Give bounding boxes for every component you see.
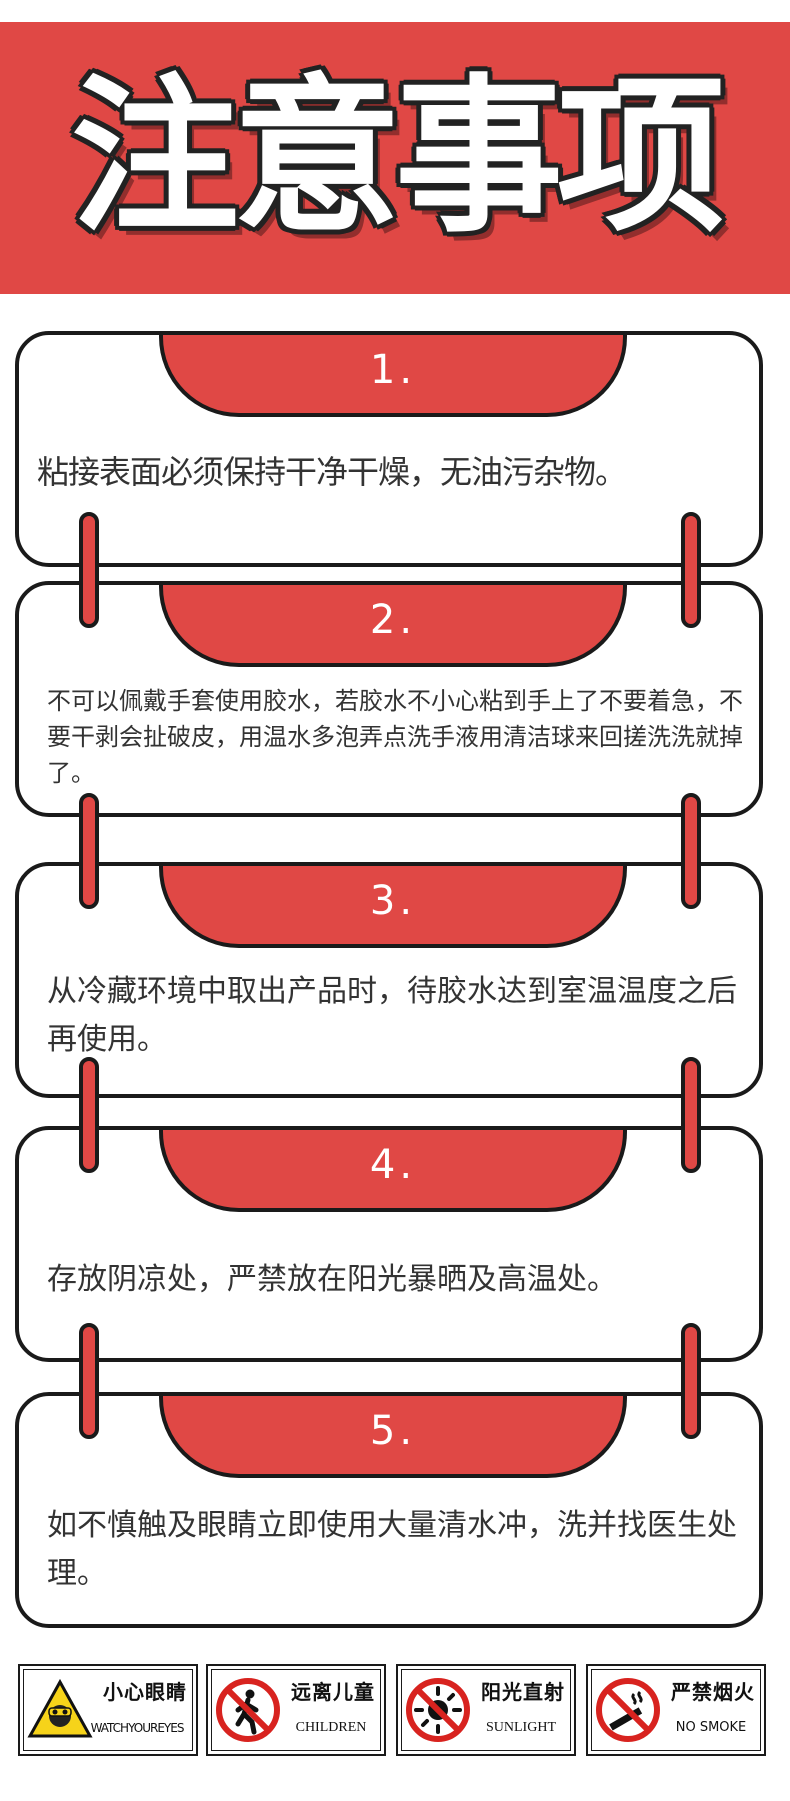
sign-label-en: NO SMOKE [675, 1720, 747, 1735]
notice-text: 粘接表面必须保持干净干燥，无油污杂物。 [37, 453, 627, 491]
sign-sunlight: 阳光直射 SUNLIGHT [396, 1664, 576, 1756]
notice-card-2: 2. 不可以佩戴手套使用胶水，若胶水不小心粘到手上了不要着急，不要干剥会扯破皮，… [15, 581, 763, 817]
card-connector-right [681, 793, 701, 909]
no-sunlight-icon [406, 1678, 470, 1742]
no-children-icon [216, 1678, 280, 1742]
sign-label-en: WATCHYOUREYES [90, 1721, 185, 1735]
notice-number-tab: 2. [159, 585, 627, 667]
notice-card-5: 5. 如不慎触及眼睛立即使用大量清水冲，洗并找医生处理。 [15, 1392, 763, 1628]
notice-number-tab: 1. [159, 335, 627, 417]
page-title: 注意事项 [71, 59, 725, 255]
notice-text: 不可以佩戴手套使用胶水，若胶水不小心粘到手上了不要着急，不要干剥会扯破皮，用温水… [47, 687, 743, 787]
sign-children: 远离儿童 CHILDREN [206, 1664, 386, 1756]
card-connector-right [681, 1323, 701, 1439]
notice-card-3: 3. 从冷藏环境中取出产品时，待胶水达到室温温度之后再使用。 [15, 862, 763, 1098]
notice-number: 1. [369, 347, 417, 393]
safety-signs: 小心眼睛 WATCHYOUREYES 远离儿童 CHILDREN [18, 1664, 776, 1756]
sign-no-smoke: 严禁烟火 NO SMOKE [586, 1664, 766, 1756]
card-connector-left [79, 793, 99, 909]
notice-text: 如不慎触及眼睛立即使用大量清水冲，洗并找医生处理。 [47, 1508, 737, 1591]
notice-number: 5. [369, 1408, 417, 1454]
sign-label-cn: 小心眼睛 [103, 1680, 187, 1704]
notice-number: 3. [369, 878, 417, 924]
notice-number-tab: 5. [159, 1396, 627, 1478]
notice-number: 2. [369, 597, 417, 643]
notice-card-4: 4. 存放阴凉处，严禁放在阳光暴晒及高温处。 [15, 1126, 763, 1362]
sign-label-en: CHILDREN [295, 1720, 367, 1735]
card-connector-right [681, 1057, 701, 1173]
notice-text: 从冷藏环境中取出产品时，待胶水达到室温温度之后再使用。 [47, 974, 737, 1057]
notice-number-tab: 4. [159, 1130, 627, 1212]
sign-label-cn: 远离儿童 [291, 1680, 375, 1704]
card-connector-right [681, 512, 701, 628]
card-connector-left [79, 512, 99, 628]
warning-eye-icon [27, 1678, 93, 1738]
sign-watch-eyes: 小心眼睛 WATCHYOUREYES [18, 1664, 198, 1756]
notice-number-tab: 3. [159, 866, 627, 948]
no-smoking-icon [596, 1678, 660, 1742]
sign-label-cn: 严禁烟火 [671, 1680, 755, 1704]
notice-card-1: 1. 粘接表面必须保持干净干燥，无油污杂物。 [15, 331, 763, 567]
title-banner: 注意事项 [0, 22, 790, 294]
notice-number: 4. [369, 1142, 417, 1188]
sign-label-en: SUNLIGHT [486, 1720, 556, 1735]
card-connector-left [79, 1057, 99, 1173]
sign-label-cn: 阳光直射 [481, 1680, 565, 1704]
card-connector-left [79, 1323, 99, 1439]
notice-text: 存放阴凉处，严禁放在阳光暴晒及高温处。 [47, 1262, 617, 1297]
